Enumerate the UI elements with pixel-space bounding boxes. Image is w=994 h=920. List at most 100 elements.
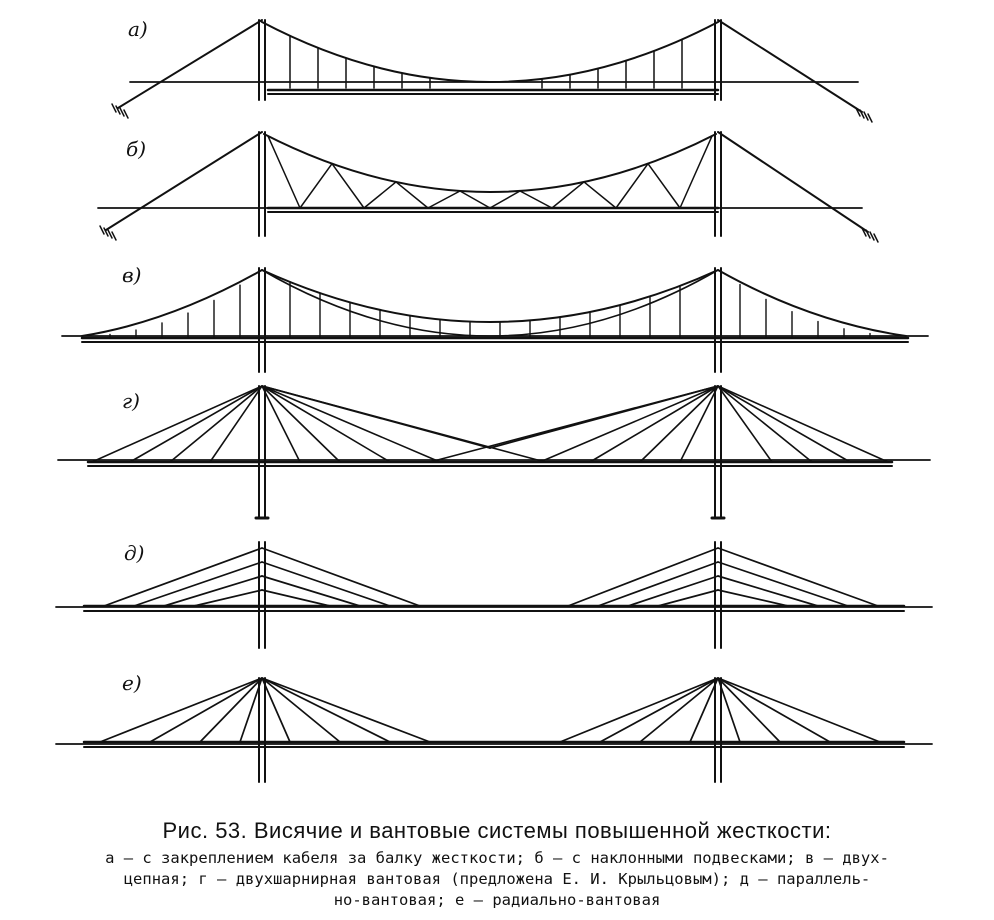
- long-stay: [489, 385, 719, 449]
- stay-cable: [589, 385, 719, 463]
- panel-a-scheme: [111, 19, 873, 123]
- radial-stay: [261, 677, 291, 743]
- stay-cable: [261, 385, 391, 463]
- figure-caption: Рис. 53. Висячие и вантовые системы повы…: [0, 818, 994, 911]
- anchor-hatch: [103, 227, 109, 237]
- caption-line-3: но-вантовая; е — радиально-вантовая: [333, 891, 661, 909]
- radial-stay: [149, 677, 263, 743]
- parallel-stay: [163, 575, 263, 607]
- inclined-hanger: [395, 181, 429, 209]
- main-cable: [263, 133, 717, 193]
- stay-cable: [539, 385, 719, 463]
- parallel-stay: [567, 547, 719, 607]
- panel-e-scheme: [55, 677, 933, 783]
- anchor-hatch: [869, 231, 875, 241]
- parallel-stay: [717, 575, 819, 607]
- stay-cable: [129, 385, 263, 463]
- anchor-hatch: [859, 109, 865, 119]
- stay-cable: [261, 385, 341, 463]
- radial-stay: [717, 677, 781, 743]
- radial-stay: [239, 677, 263, 743]
- stay-cable: [717, 385, 773, 463]
- stay-cable: [639, 385, 719, 463]
- inclined-hanger: [267, 135, 301, 209]
- anchor-hatch: [111, 231, 117, 241]
- inclined-hanger: [615, 162, 649, 209]
- inclined-hanger: [459, 190, 491, 209]
- panel-label-v: в): [122, 263, 141, 287]
- anchor-hatch: [865, 229, 871, 239]
- radial-stay: [599, 677, 719, 743]
- radial-stay: [261, 677, 341, 743]
- radial-stay: [689, 677, 719, 743]
- radial-stay: [717, 677, 881, 743]
- inclined-hanger: [363, 181, 397, 209]
- parallel-stay: [717, 547, 879, 607]
- panel-b-scheme: [97, 131, 879, 243]
- parallel-stay: [627, 575, 719, 607]
- main-cable-1: [261, 269, 719, 323]
- anchor-hatch: [867, 113, 873, 123]
- radial-stay: [99, 677, 263, 743]
- anchor-hatch: [863, 111, 869, 121]
- panel-label-g: г): [122, 389, 140, 413]
- inclined-hanger: [299, 162, 333, 209]
- parallel-stay: [261, 575, 361, 607]
- inclined-hanger: [489, 190, 521, 209]
- radial-stay: [261, 677, 391, 743]
- side-cable: [81, 269, 263, 337]
- parallel-stay: [193, 589, 263, 607]
- parallel-stay: [103, 547, 263, 607]
- parallel-stay: [261, 547, 421, 607]
- stay-cable: [209, 385, 263, 463]
- anchor-hatch: [873, 233, 879, 243]
- main-cable: [261, 21, 719, 83]
- radial-stay: [199, 677, 263, 743]
- main-cable-2: [261, 269, 719, 337]
- anchor-hatch: [119, 107, 125, 117]
- anchor-hatch: [855, 107, 861, 117]
- stay-cable: [261, 385, 441, 463]
- radial-stay: [717, 677, 741, 743]
- panel-label-d: д): [124, 541, 144, 565]
- stay-cable: [717, 385, 889, 463]
- stay-cable: [717, 385, 813, 463]
- stay-cable: [169, 385, 263, 463]
- parallel-stay: [597, 561, 719, 607]
- inclined-hanger: [427, 190, 461, 209]
- stay-cable: [717, 385, 851, 463]
- radial-stay: [559, 677, 719, 743]
- anchor-hatch: [107, 229, 113, 239]
- parallel-stay: [717, 561, 849, 607]
- inclined-hanger: [551, 181, 585, 209]
- parallel-stay: [657, 589, 719, 607]
- anchor-hatch: [123, 109, 129, 119]
- anchor-hatch: [111, 103, 117, 113]
- parallel-stay: [261, 561, 391, 607]
- radial-stay: [639, 677, 719, 743]
- caption-line-1: а — с закреплением кабеля за балку жестк…: [105, 849, 889, 867]
- backstay: [117, 19, 263, 109]
- panel-d-scheme: [55, 541, 933, 649]
- panel-v-scheme: [61, 267, 929, 373]
- anchor-hatch: [115, 105, 121, 115]
- backstay: [717, 19, 863, 113]
- stay-cable: [91, 385, 263, 463]
- parallel-stay: [133, 561, 263, 607]
- parallel-stay: [717, 589, 789, 607]
- panel-label-b: б): [126, 137, 146, 161]
- panel-g-scheme: [57, 385, 931, 520]
- panel-label-a: а): [128, 17, 148, 41]
- backstay: [105, 131, 263, 231]
- caption-title: Рис. 53. Висячие и вантовые системы повы…: [162, 818, 832, 843]
- inclined-hanger: [583, 181, 617, 209]
- caption-line-2: цепная; г — двухшарнирная вантовая (пред…: [123, 870, 871, 888]
- radial-stay: [717, 677, 831, 743]
- inclined-hanger: [679, 135, 713, 209]
- panel-label-e: е): [122, 671, 142, 695]
- long-stay: [261, 385, 491, 449]
- stay-cable: [679, 385, 719, 463]
- inclined-hanger: [519, 190, 553, 209]
- inclined-hanger: [331, 162, 365, 209]
- anchor-hatch: [99, 225, 105, 235]
